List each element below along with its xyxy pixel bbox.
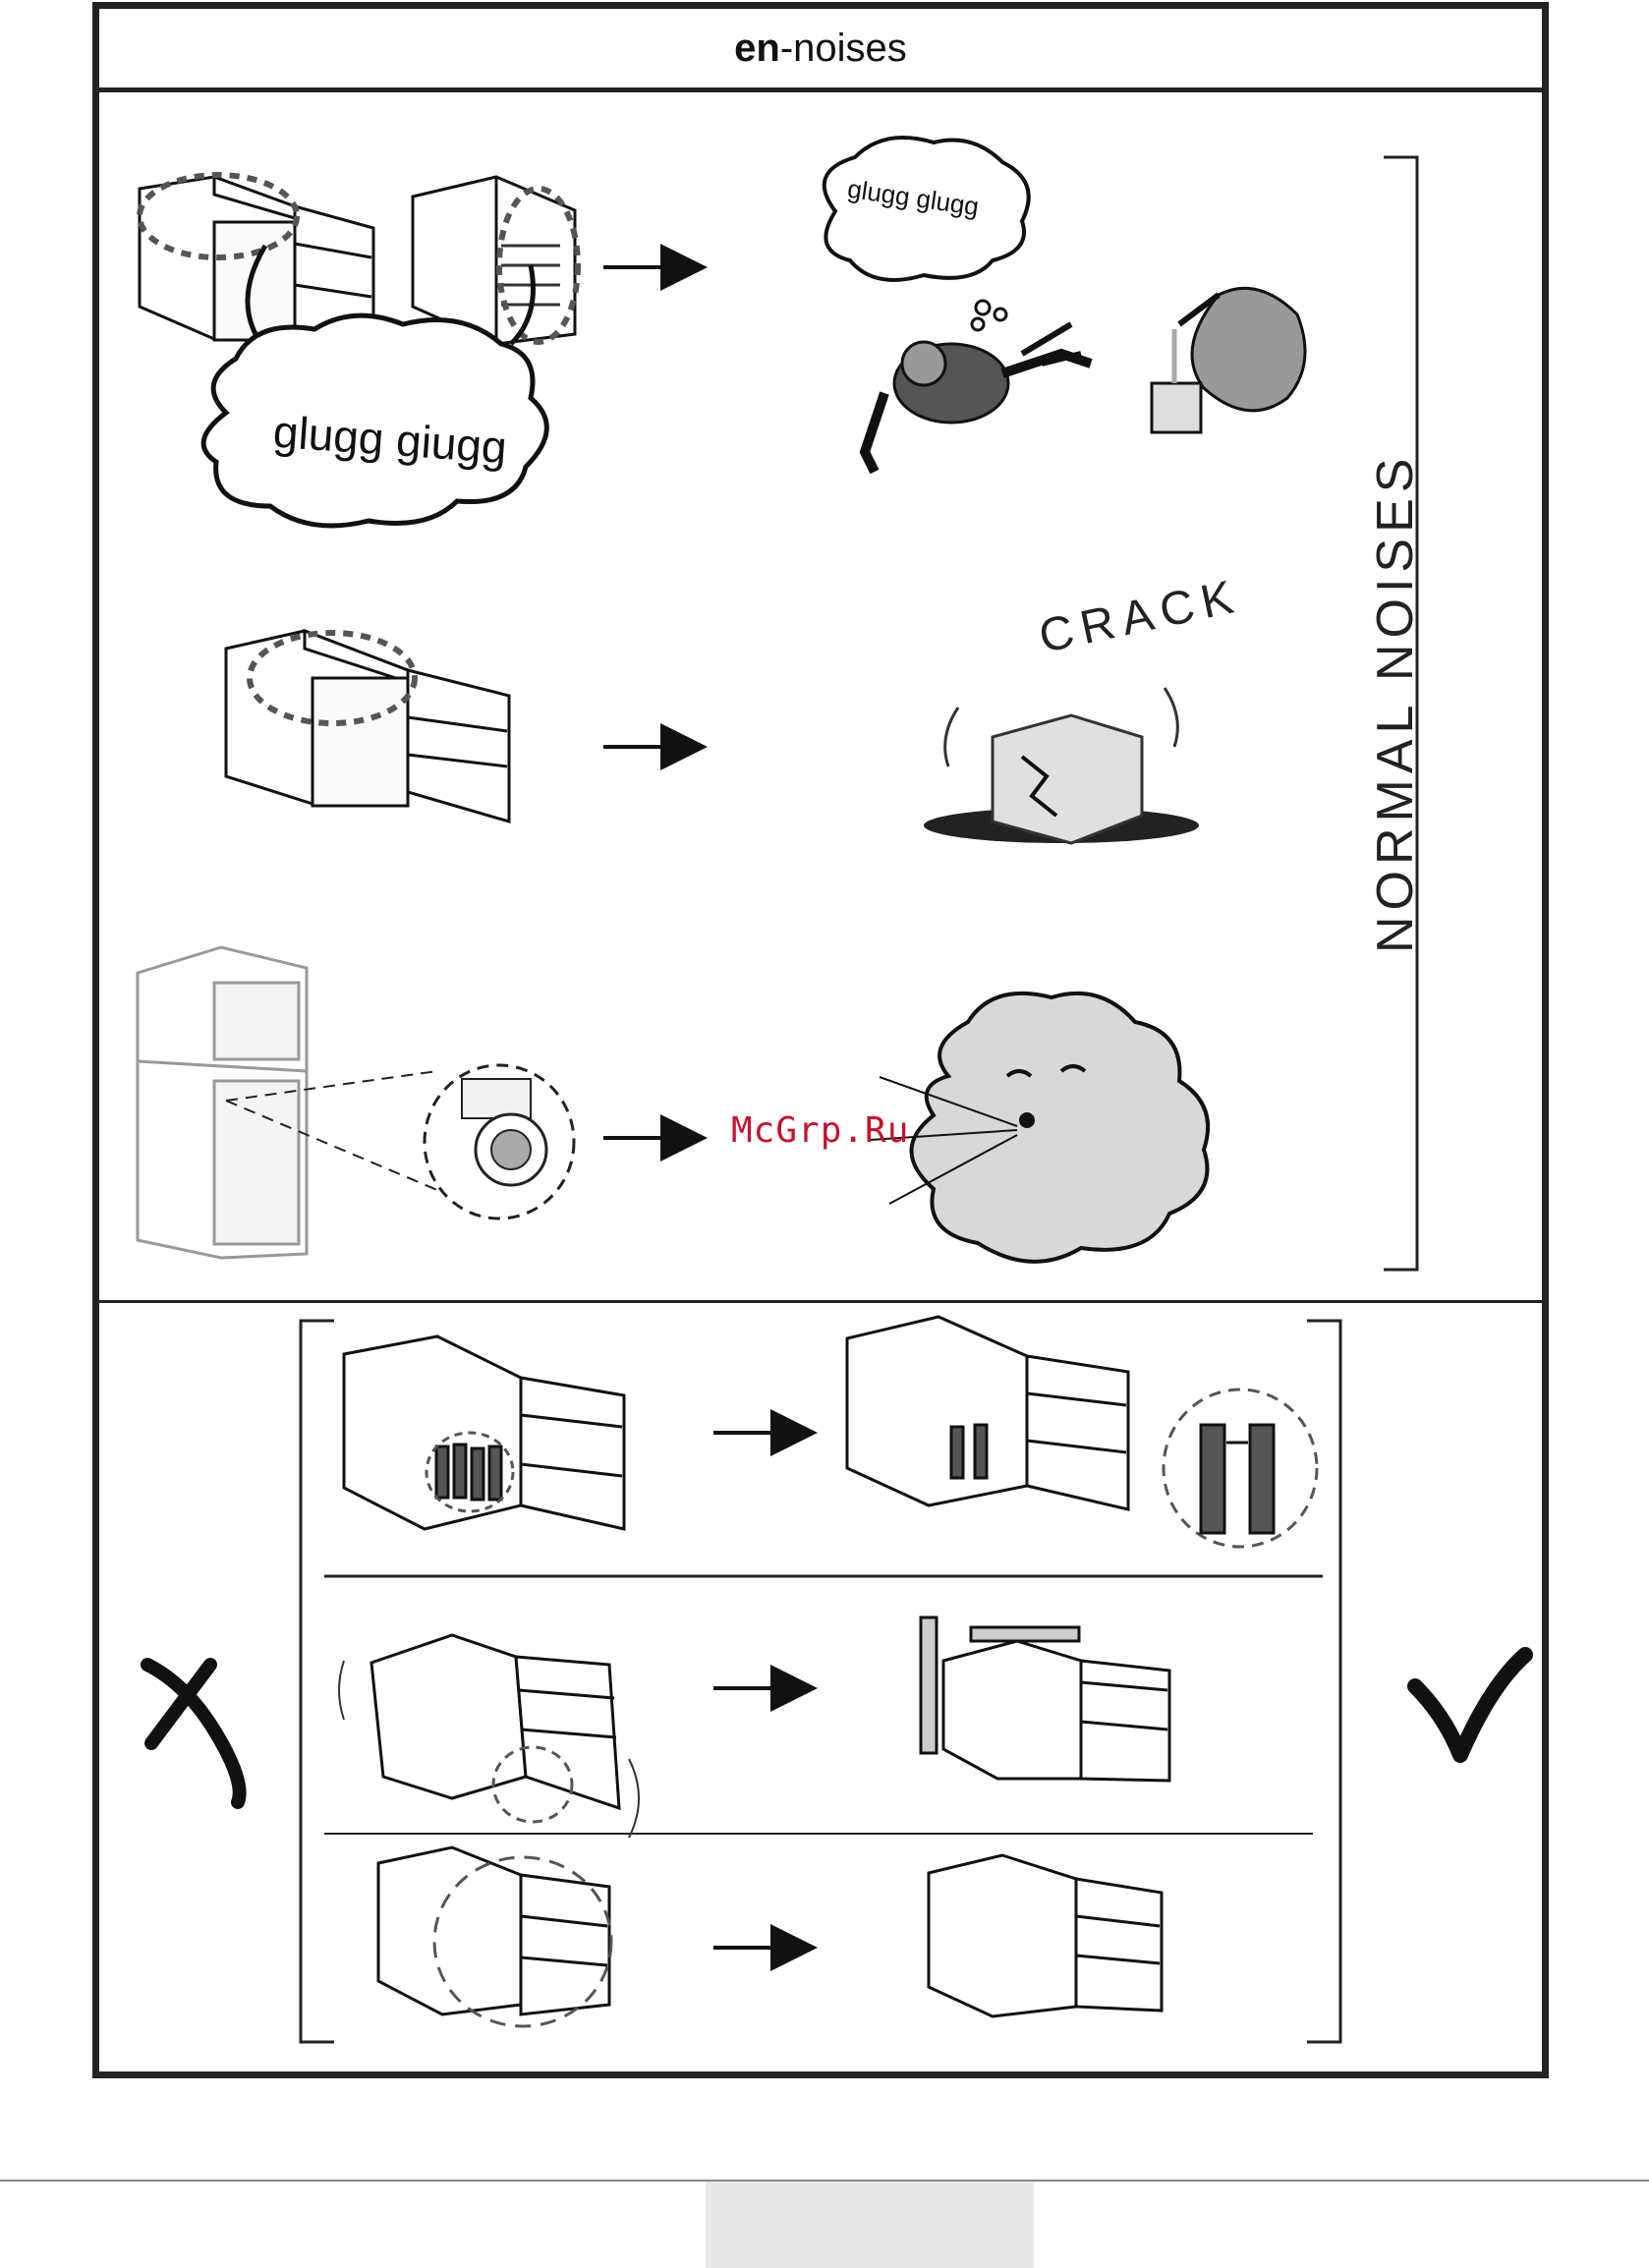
watermark-text: McGrp.Ru [731,1110,909,1151]
thought-bubble [824,138,1029,330]
tall-fridge-illustration [138,947,307,1258]
left-bracket [301,1321,334,2042]
footer-tab [706,2182,1034,2268]
fridge-bottles-wrong [344,1336,624,1529]
fridge-bottles-right [847,1317,1317,1547]
pitcher-illustration [1152,288,1305,432]
blowing-cloud-illustration [870,993,1208,1262]
diver-illustration [865,324,1091,472]
wrong-mark-icon [147,1665,240,1802]
ice-cube-illustration [924,688,1199,843]
fridge-door-wrong [378,1847,611,2026]
normal-noises-label: NORMAL NOISES [1366,453,1425,954]
fridge-tilted-wrong [339,1635,639,1838]
fridge-leveled-right [921,1617,1169,1781]
fridge-freezer-illustration [226,631,509,822]
right-bracket [1307,1321,1340,2042]
right-mark-icon [1415,1655,1525,1755]
fridge-door-right [929,1855,1162,2016]
